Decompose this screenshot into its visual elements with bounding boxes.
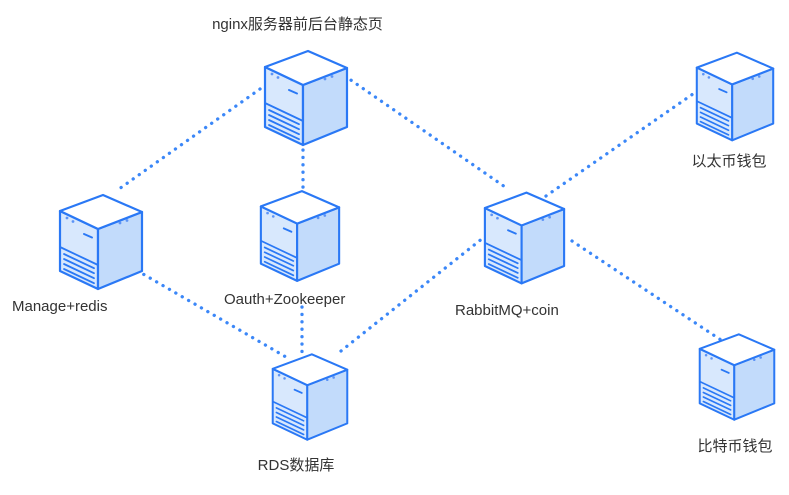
node-rabbitmq-coin <box>482 186 567 290</box>
server-icon <box>697 328 777 426</box>
connection-nginx-manage-redis <box>117 87 262 191</box>
node-eth-wallet <box>694 47 776 146</box>
node-btc-wallet <box>697 328 777 426</box>
server-icon <box>270 348 350 446</box>
server-icon <box>694 47 776 146</box>
connection-nginx-rabbitmq-coin <box>343 74 510 191</box>
node-nginx <box>262 48 350 148</box>
node-label-rabbitmq-coin: RabbitMQ+coin <box>455 302 559 319</box>
node-label-btc-wallet: 比特币钱包 <box>697 438 773 455</box>
connection-rabbitmq-eth-wallet <box>544 85 705 198</box>
node-label-manage-redis: Manage+redis <box>12 298 108 315</box>
server-icon <box>258 188 342 284</box>
node-label-oauth-zookeeper: Oauth+Zookeeper <box>224 291 346 308</box>
connection-rabbitmq-btc-wallet <box>570 239 729 346</box>
connection-manage-redis-rds <box>129 265 288 359</box>
server-icon <box>262 48 350 148</box>
node-rds-database <box>270 348 350 446</box>
connection-rds-rabbitmq-coin <box>339 232 490 353</box>
node-label-rds-database: RDS数据库 <box>257 457 335 474</box>
server-icon <box>482 186 567 290</box>
server-icon <box>57 192 145 292</box>
node-manage-redis <box>57 192 145 292</box>
node-oauth-zookeeper <box>258 188 342 284</box>
node-label-eth-wallet: 以太币钱包 <box>691 153 767 170</box>
node-label-nginx: nginx服务器前后台静态页 <box>212 16 383 33</box>
